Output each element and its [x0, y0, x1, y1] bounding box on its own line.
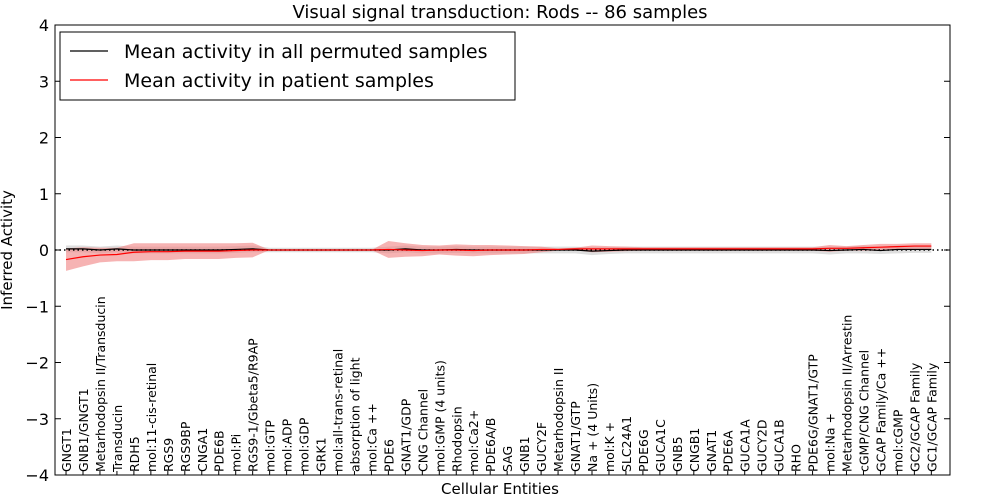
x-tick-label: GC2/GCAP Family	[907, 362, 922, 472]
x-tick-label: RDH5	[127, 436, 142, 472]
x-tick-label: mol:GTP	[263, 420, 278, 472]
x-tick-label: mol:11-cis-retinal	[144, 363, 159, 472]
std-band-1	[66, 241, 932, 271]
x-axis-label: Cellular Entities	[441, 480, 559, 498]
legend-label-patient: Mean activity in patient samples	[124, 70, 434, 92]
x-tick-label: Transducin	[110, 405, 125, 473]
x-tick-label: mol:Ca ++	[364, 403, 379, 472]
y-tick-label: 4	[39, 16, 49, 35]
plot-frame	[54, 24, 951, 476]
y-tick-label: 1	[39, 185, 49, 204]
x-tick-label: GNB5	[670, 436, 685, 472]
x-tick-label: Rhodopsin	[449, 406, 464, 472]
x-tick-label: GCAP Family/Ca ++	[873, 348, 888, 472]
x-tick-label: PDE6A/B	[483, 418, 498, 472]
x-tick-label: RHO	[789, 444, 804, 472]
y-tick-label: −3	[25, 410, 49, 429]
x-tick-label: PDE6	[381, 439, 396, 472]
x-tick-label: GNB1	[517, 436, 532, 472]
x-tick-label: mol:ADP	[280, 418, 295, 472]
x-tick-label: Metarhodopsin II/Arrestin	[840, 315, 855, 472]
x-tick-label: GUCY2D	[755, 419, 770, 472]
x-tick-label: GNB1/GNGT1	[76, 388, 91, 472]
x-tick-label: mol:Na +	[823, 413, 838, 472]
x-tick-label: RGS9	[161, 438, 176, 472]
y-tick-label: −4	[25, 466, 49, 485]
x-tick-label: mol:GMP (4 units)	[432, 360, 447, 472]
y-axis-label: Inferred Activity	[0, 190, 16, 310]
x-tick-label: PDE6G	[636, 429, 651, 472]
x-tick-label: RGS9-1/Gbeta5/R9AP	[246, 338, 261, 472]
x-tick-label: RGS9BP	[178, 421, 193, 472]
x-tick-label: SAG	[500, 446, 515, 472]
x-tick-label: CNG Channel	[415, 389, 430, 472]
x-tick-label: GNAT1	[704, 430, 719, 472]
x-tick-label: Metarhodopsin II/Transducin	[93, 296, 108, 472]
x-tick-label: mol:K +	[602, 422, 617, 472]
x-tick-label: GUCA1A	[738, 419, 753, 472]
x-tick-label: PDE6G/GNAT1/GTP	[806, 354, 821, 472]
y-tick-label: 0	[39, 241, 49, 260]
legend-box	[59, 31, 516, 101]
y-tick-label: 2	[39, 129, 49, 148]
x-tick-label: GNAT1/GTP	[568, 401, 583, 472]
x-tick-label: mol:GDP	[297, 417, 312, 472]
x-tick-label: GNAT1/GDP	[398, 398, 413, 472]
x-tick-label: CNGA1	[195, 428, 210, 472]
y-tick-label: −1	[25, 297, 49, 316]
x-tick-label: cGMP/CNG Channel	[856, 350, 871, 472]
x-tick-label: SLC24A1	[619, 416, 634, 472]
x-tick-label: mol:Ca2+	[466, 410, 481, 472]
x-tick-label: GUCA1C	[653, 419, 668, 472]
y-tick-label: 3	[39, 72, 49, 91]
x-tick-label: absorption of light	[347, 357, 362, 472]
x-tick-label: GNGT1	[59, 428, 74, 472]
x-tick-label: mol:Pi	[229, 434, 244, 472]
chart-title: Visual signal transduction: Rods -- 86 s…	[292, 2, 707, 23]
x-tick-label: Na + (4 Units)	[585, 383, 600, 472]
x-tick-label: CNGB1	[687, 428, 702, 472]
x-tick-label: GUCA1B	[772, 419, 787, 472]
y-tick-label: −2	[25, 354, 49, 373]
x-tick-label: mol:cGMP	[890, 409, 905, 472]
x-tick-label: GRK1	[314, 437, 329, 472]
x-tick-label: GC1/GCAP Family	[924, 362, 939, 472]
legend-label-permuted: Mean activity in all permuted samples	[124, 41, 487, 63]
x-tick-label: GUCY2F	[534, 422, 549, 472]
x-tick-label: PDE6A	[721, 430, 736, 472]
series-line-1	[65, 245, 932, 261]
x-tick-label: PDE6B	[212, 430, 227, 472]
x-tick-label: Metarhodopsin II	[551, 368, 566, 472]
legend: Mean activity in all permuted samples Me…	[59, 31, 516, 101]
x-tick-label: mol:all-trans-retinal	[330, 349, 345, 472]
